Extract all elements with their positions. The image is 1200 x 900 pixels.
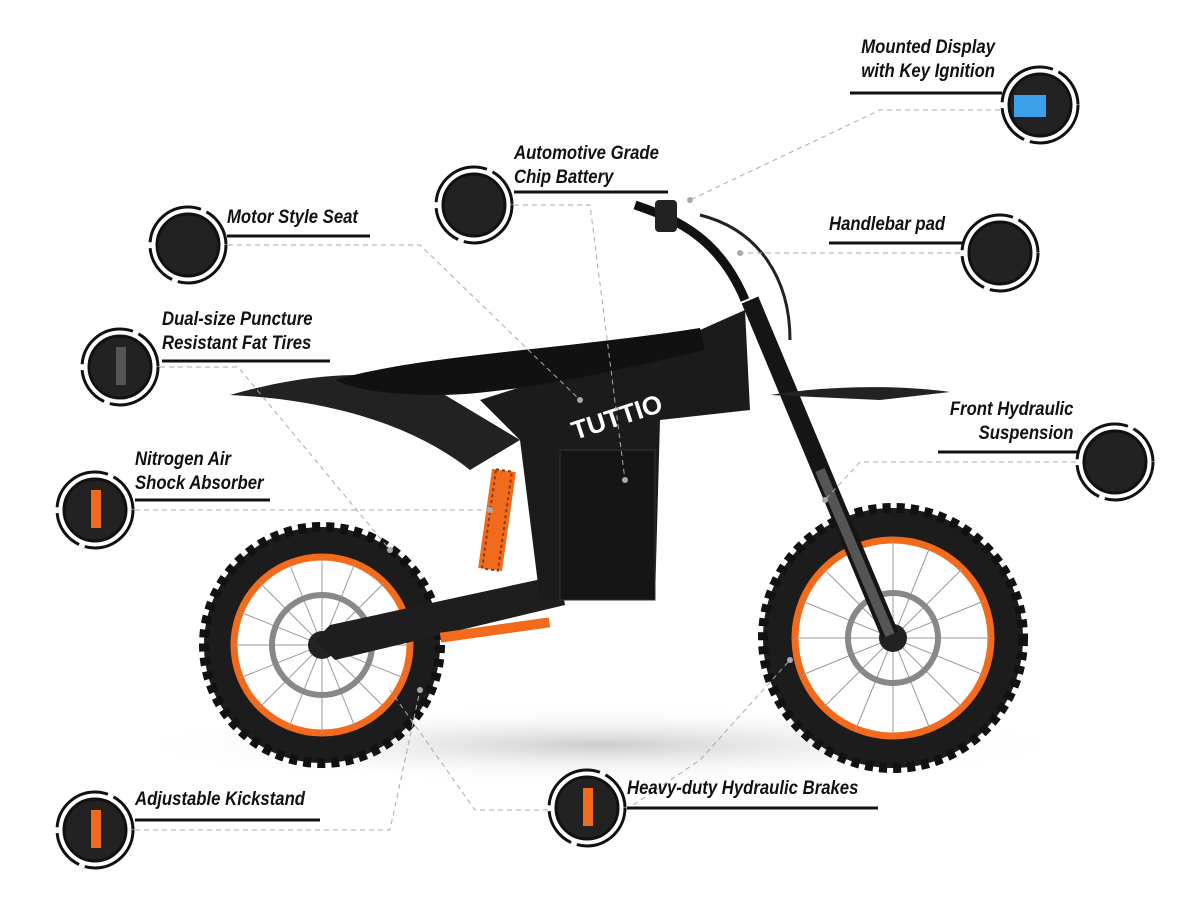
brake-thumbnail [547,768,627,848]
callout-brakes-label: Heavy-duty Hydraulic Brakes [627,778,859,799]
handlebar-thumbnail [960,213,1040,293]
seat [335,328,705,395]
leader-lines [135,109,1076,831]
swingarm [315,575,565,660]
callout-kickstand-label: Adjustable Kickstand [135,789,306,810]
callout-handlebar-label: Handlebar pad [829,214,946,235]
shock-thumbnail [55,470,135,550]
handlebar [633,200,792,341]
battery-enclosure [559,449,656,601]
battery-thumbnail [434,165,514,245]
front-wheel [758,503,1028,773]
rear-fender [230,375,520,470]
rear-shock [478,468,516,572]
underlines [135,91,1078,822]
tire-thumbnail [80,327,160,407]
callout-seat-label: Motor Style Seat [227,207,359,228]
seat-thumbnail [148,205,228,285]
front-fender [770,387,950,400]
fork-thumbnail [1075,422,1155,502]
kickstand-thumbnail [55,790,135,870]
footpeg [439,617,551,643]
display-thumbnail [1000,65,1080,145]
